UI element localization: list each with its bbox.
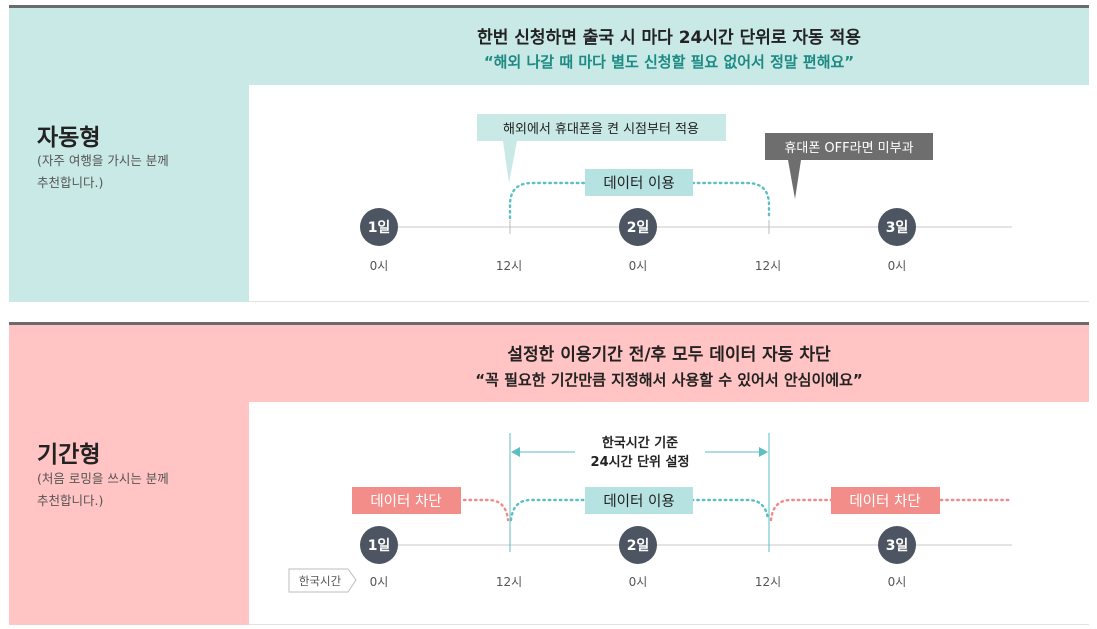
hour-label: 0시	[888, 259, 907, 273]
off-callout	[765, 133, 933, 160]
data-use-label: 데이터 이용	[603, 175, 674, 192]
korea-time-label: 한국시간	[299, 574, 342, 588]
day-marker	[619, 208, 657, 246]
day-marker	[360, 526, 398, 564]
off-callout-text: 휴대폰 OFF라면 미부과	[784, 141, 913, 156]
period-plan-quote: “꼭 필요한 기간만큼 지정해서 사용할 수 있어서 안심이에요”	[475, 371, 863, 389]
auto-plan-sidebar	[9, 5, 249, 302]
off-callout-pointer	[788, 160, 801, 199]
period-plan-title: 기간형	[37, 442, 101, 468]
hour-label: 0시	[888, 575, 907, 589]
auto-plan-section: 한번 신청하면 출국 시 마다 24시간 단위로 자동 적용 “해외 나갈 때 …	[9, 5, 1089, 302]
hour-label: 0시	[370, 575, 389, 589]
start-callout	[477, 114, 726, 141]
day-label: 2일	[627, 538, 650, 554]
hour-label: 0시	[629, 575, 648, 589]
range-arrow-left	[511, 447, 520, 457]
day-label: 1일	[368, 538, 391, 554]
period-plan-desc-line1: (처음 로밍을 쓰시는 분께	[37, 471, 169, 486]
hour-label: 12시	[496, 259, 522, 273]
data-block-dots-right	[769, 498, 1014, 522]
day-label: 2일	[627, 220, 650, 236]
period-plan-description: (처음 로밍을 쓰시는 분께 추천합니다.)	[37, 468, 237, 512]
hour-label: 0시	[629, 259, 648, 273]
auto-plan-quote: “해외 나갈 때 마다 별도 신청할 필요 없어서 정말 편해요”	[483, 53, 855, 71]
data-use-badge	[585, 487, 693, 514]
data-block-badge-right	[831, 487, 940, 514]
hour-label: 0시	[370, 259, 389, 273]
auto-timeline: 데이터 이용 해외에서 휴대폰을 켠 시점부터 적용 휴대폰 OFF라면 미부과…	[360, 114, 1012, 273]
hour-label: 12시	[755, 575, 781, 589]
range-label-line1: 한국시간 기준	[602, 435, 678, 451]
data-use-label: 데이터 이용	[603, 493, 674, 510]
data-block-label: 데이터 차단	[370, 493, 441, 510]
day-label: 3일	[886, 220, 909, 236]
day-label: 1일	[368, 220, 391, 236]
data-block-badge-left	[352, 487, 461, 514]
auto-plan-headline: 한번 신청하면 출국 시 마다 24시간 단위로 자동 적용	[477, 28, 861, 48]
period-timeline: 한국시간 기준 24시간 단위 설정 데이터 차단 데이터 이용 데이터 차단 …	[288, 433, 1014, 593]
divider	[9, 322, 1089, 325]
period-plan-banner: 설정한 이용기간 전/후 모두 데이터 자동 차단 “꼭 필요한 기간만큼 지정…	[249, 322, 1089, 402]
period-plan-desc-line2: 추천합니다.)	[37, 493, 104, 508]
day-marker	[360, 208, 398, 246]
period-plan-headline: 설정한 이용기간 전/후 모두 데이터 자동 차단	[507, 345, 831, 365]
auto-plan-description: (자주 여행을 가시는 분께 추천합니다.)	[37, 150, 237, 194]
auto-plan-desc-line1: (자주 여행을 가시는 분께	[37, 153, 169, 168]
data-block-label: 데이터 차단	[849, 493, 920, 510]
range-label-line2: 24시간 단위 설정	[591, 454, 690, 470]
korea-time-tag	[288, 568, 357, 593]
day-marker	[619, 526, 657, 564]
range-arrow-right	[759, 447, 768, 457]
hour-label: 12시	[496, 575, 522, 589]
period-plan-sidebar	[9, 322, 249, 625]
data-use-badge	[585, 169, 693, 196]
day-marker	[878, 526, 916, 564]
start-callout-text: 해외에서 휴대폰을 켠 시점부터 적용	[503, 122, 699, 137]
data-block-dots-left	[418, 498, 510, 522]
auto-plan-title: 자동형	[37, 125, 101, 151]
auto-plan-banner: 한번 신청하면 출국 시 마다 24시간 단위로 자동 적용 “해외 나갈 때 …	[249, 5, 1089, 85]
start-callout-pointer	[503, 141, 517, 183]
day-marker	[878, 208, 916, 246]
auto-plan-desc-line2: 추천합니다.)	[37, 175, 104, 190]
hour-label: 12시	[755, 259, 781, 273]
divider	[9, 5, 1089, 8]
day-label: 3일	[886, 538, 909, 554]
range-label-bg	[575, 433, 705, 471]
